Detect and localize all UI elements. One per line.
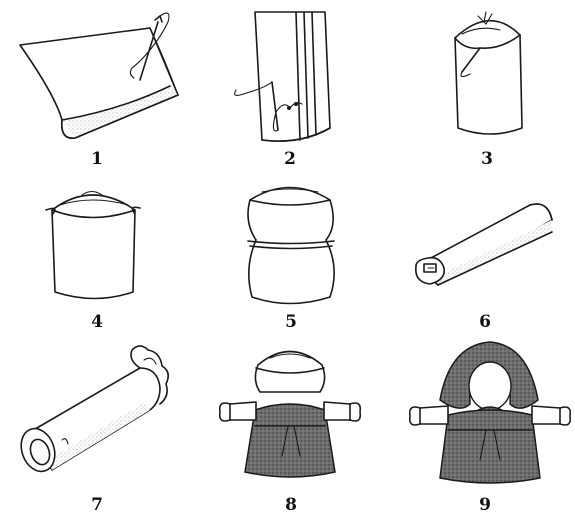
step-6-illustration	[414, 203, 553, 286]
needle-icon	[129, 12, 170, 81]
step-2-illustration	[234, 11, 331, 142]
step-number-9: 9	[479, 495, 491, 515]
step-9-illustration	[408, 341, 572, 484]
step-number-1: 1	[91, 149, 103, 169]
step-number-8: 8	[285, 495, 297, 515]
step-number-2: 2	[284, 149, 296, 169]
needle-icon	[234, 81, 303, 132]
step-4-illustration	[45, 190, 141, 300]
step-7-illustration	[20, 345, 170, 473]
step-1-illustration	[19, 12, 179, 139]
step-8-illustration	[218, 350, 362, 478]
step-number-4: 4	[91, 312, 103, 332]
step-3-illustration	[454, 11, 523, 135]
step-number-6: 6	[479, 312, 491, 332]
step-number-5: 5	[285, 312, 297, 332]
step-number-7: 7	[91, 495, 103, 515]
step-number-3: 3	[481, 149, 493, 169]
needle-icon	[460, 47, 481, 78]
step-5-illustration	[247, 186, 335, 305]
